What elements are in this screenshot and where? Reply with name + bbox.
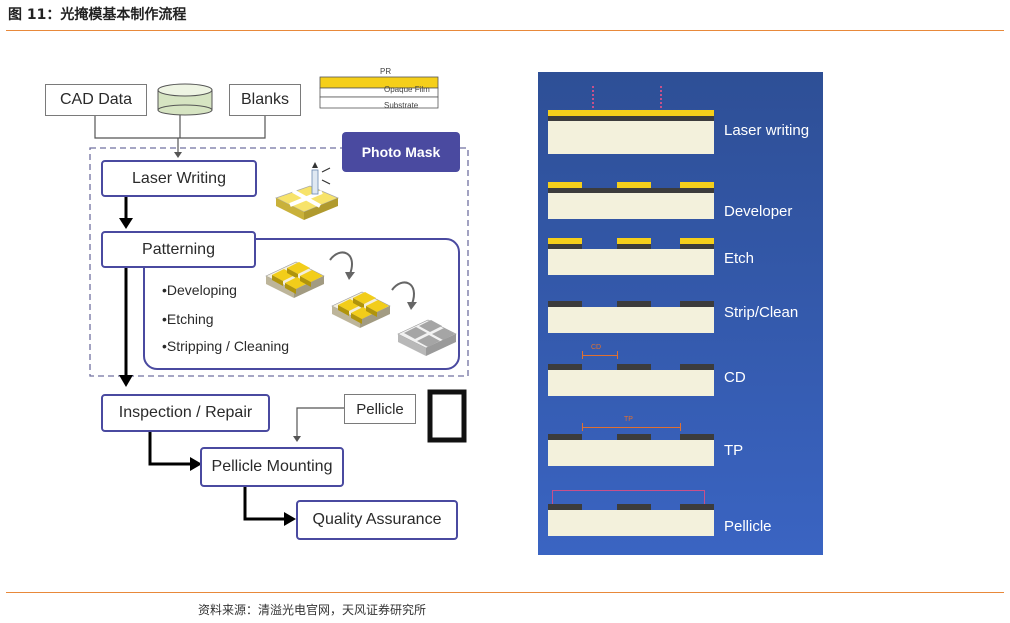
legend-pr: PR xyxy=(380,67,392,76)
step-label-laser-writing: Laser writing xyxy=(724,122,810,139)
photo-mask-badge: Photo Mask xyxy=(342,132,460,172)
figure-source: 资料来源：清溢光电官网，天风证券研究所 xyxy=(198,603,427,617)
patterning-panel xyxy=(143,238,460,370)
step-label-strip-clean: Strip/Clean xyxy=(724,304,799,321)
legend-substrate: Substrate xyxy=(384,101,419,110)
laser-beam-icon xyxy=(592,86,594,108)
database-icon xyxy=(157,83,213,116)
cd-dimension-text: CD xyxy=(591,344,602,351)
figure-title: 图 11：光掩模基本制作流程 xyxy=(8,7,187,23)
tp-dimension-line xyxy=(582,427,680,428)
inspection-repair-box: Inspection / Repair xyxy=(101,394,270,432)
layer-legend-icon xyxy=(319,76,439,109)
top-rule xyxy=(6,30,1004,31)
flow-connectors xyxy=(89,76,469,526)
cd-dimension-line xyxy=(582,355,617,356)
laser-writing-icon xyxy=(274,162,340,220)
step-label-tp: TP xyxy=(724,442,744,459)
laser-writing-box: Laser Writing xyxy=(101,160,257,197)
pellicle-film xyxy=(552,490,704,491)
step-label-cd: CD xyxy=(724,369,746,386)
step-label-etch: Etch xyxy=(724,250,755,267)
process-panel: Laser writing Developer Etch Strip/Clean… xyxy=(538,72,823,555)
patterning-box: Patterning xyxy=(101,231,256,268)
quality-assurance-box: Quality Assurance xyxy=(296,500,458,540)
patterning-step: •Stripping / Cleaning xyxy=(162,338,290,354)
pellicle-frame-icon xyxy=(427,389,467,443)
laser-beam-icon xyxy=(660,86,662,108)
stripping-tile-icon xyxy=(397,319,457,356)
developing-tile-icon xyxy=(265,261,325,298)
tp-dimension-text: TP xyxy=(624,416,633,423)
legend-opaque-film: Opaque Film xyxy=(384,85,430,94)
patterning-step: •Etching xyxy=(162,311,214,327)
etching-tile-icon xyxy=(331,291,391,328)
pellicle-box: Pellicle xyxy=(344,394,416,424)
step-label-pellicle: Pellicle xyxy=(724,518,772,535)
pellicle-mounting-box: Pellicle Mounting xyxy=(200,447,344,487)
blanks-box: Blanks xyxy=(229,84,301,116)
patterning-step: •Developing xyxy=(162,282,237,298)
cad-data-box: CAD Data xyxy=(45,84,147,116)
bottom-rule xyxy=(6,592,1004,593)
step-label-developer: Developer xyxy=(724,203,793,220)
